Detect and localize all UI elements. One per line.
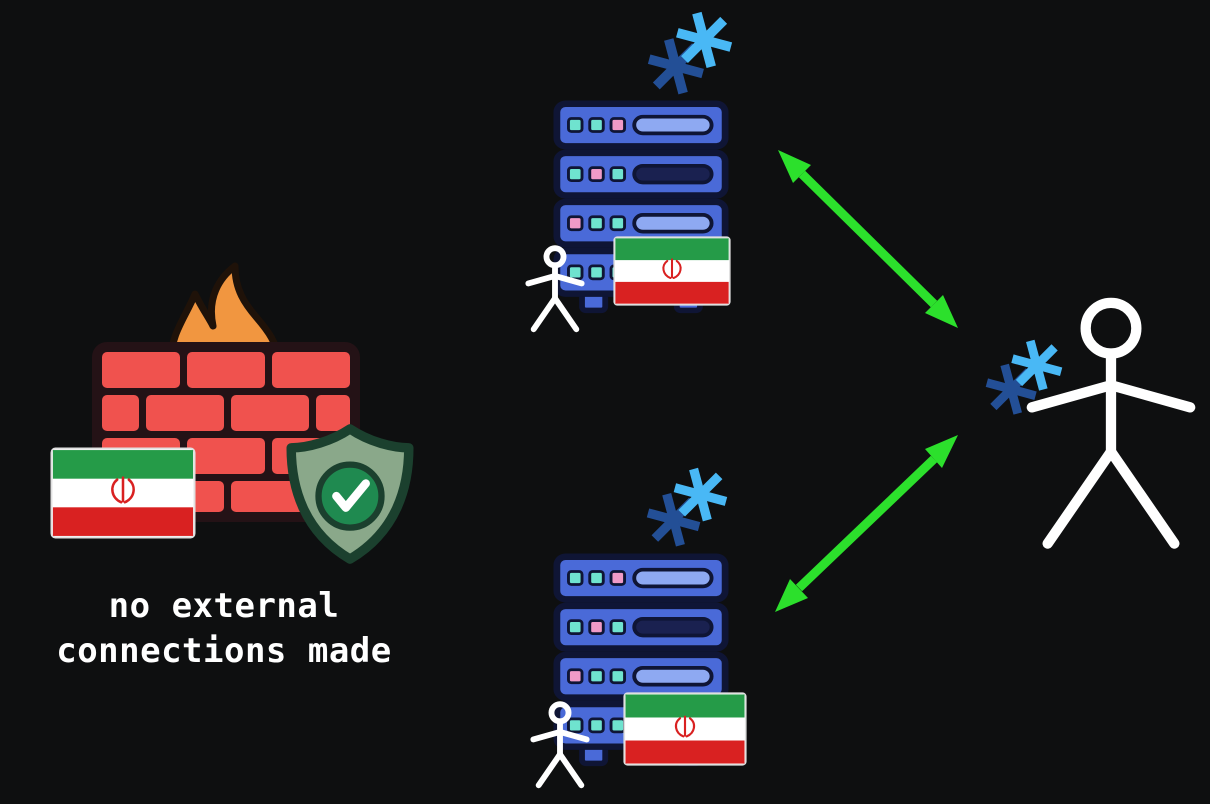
- nix-flakes-icon: [649, 15, 732, 92]
- iran-flag-icon: [623, 692, 747, 766]
- caption-line-2: connections made: [56, 631, 392, 671]
- connection-arrow-bottom: [775, 435, 958, 612]
- server-bottom-group: [533, 471, 747, 786]
- caption-line-1: no external: [108, 586, 340, 626]
- external-user-group: [986, 303, 1190, 544]
- iran-flag-icon: [613, 236, 731, 306]
- server-top-group: [528, 15, 731, 329]
- caption: no external connections made: [28, 584, 420, 674]
- firewall-group: [50, 262, 414, 564]
- iran-flag-icon: [50, 447, 196, 539]
- shield-check-icon: [286, 424, 414, 564]
- person-icon: [1032, 303, 1190, 544]
- connection-arrow-top: [778, 150, 958, 328]
- nix-flakes-icon: [648, 471, 727, 544]
